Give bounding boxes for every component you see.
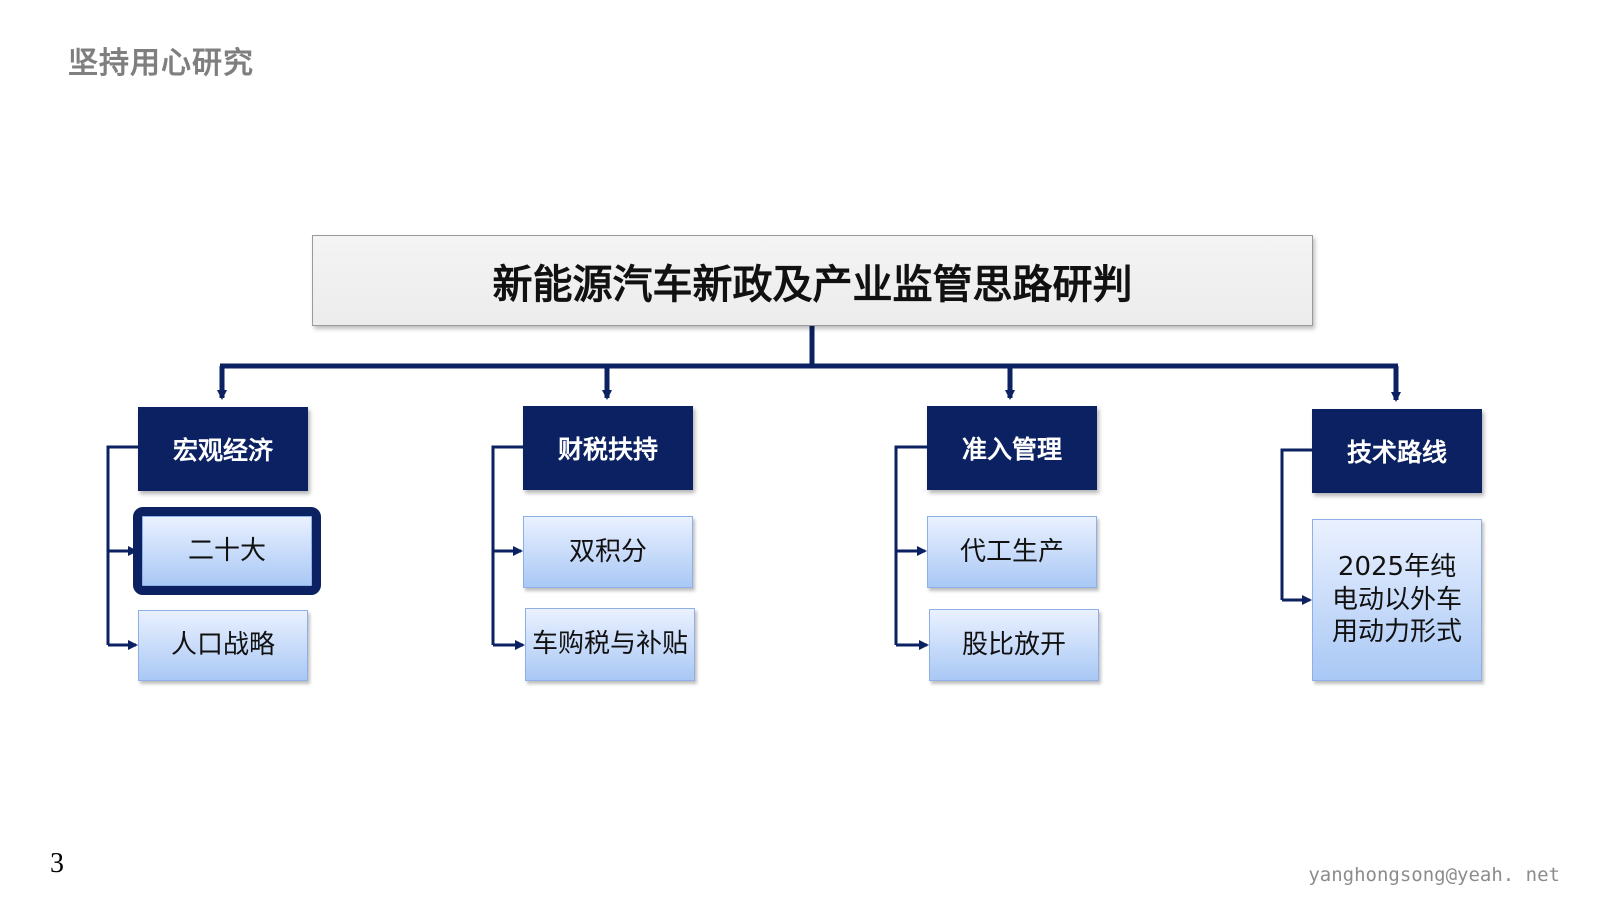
leaf-node-contract-manufacturing: 代工生产 [927, 516, 1097, 588]
leaf-node-dual-credit: 双积分 [523, 516, 693, 588]
page-number: 3 [50, 848, 64, 879]
leaf-node-power-forms-2025: 2025年纯电动以外车用动力形式 [1312, 519, 1482, 681]
category-node-access-management: 准入管理 [927, 406, 1097, 490]
leaf-node-20th-congress[interactable]: 二十大 [133, 507, 321, 595]
leaf-node-equity-ratio-opening: 股比放开 [929, 609, 1099, 681]
root-node: 新能源汽车新政及产业监管思路研判 [312, 235, 1313, 326]
category-node-fiscal-support: 财税扶持 [523, 406, 693, 490]
category-node-macro-economy: 宏观经济 [138, 407, 308, 491]
slide-title: 坚持用心研究 [68, 46, 254, 81]
category-node-technology-route: 技术路线 [1312, 409, 1482, 493]
leaf-node-population-strategy: 人口战略 [138, 610, 308, 681]
leaf-node-purchase-tax-subsidy: 车购税与补贴 [525, 608, 695, 681]
footer-email: yanghongsong@yeah. net [1308, 864, 1560, 886]
